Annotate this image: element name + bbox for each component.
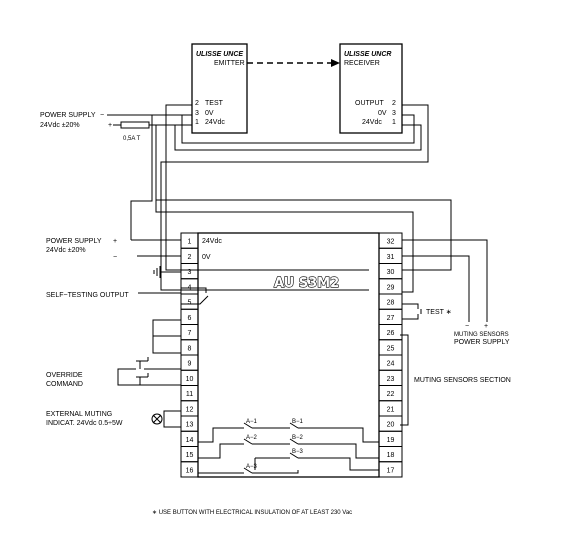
terminal-number: 16 xyxy=(186,467,194,474)
emitter-unit: ULISSE UNCE EMITTER 2 TEST 3 0V 1 24Vdc xyxy=(191,43,248,134)
emitter-brand: ULISSE UNCE xyxy=(196,51,243,58)
terminal-number: 10 xyxy=(186,376,194,383)
terminal-1-label: 24Vdc xyxy=(202,238,222,245)
override-button-2 xyxy=(136,373,149,385)
muting-bracket xyxy=(400,334,409,426)
terminal-number: 32 xyxy=(387,239,395,246)
terminal-number: 25 xyxy=(387,345,395,352)
contact-a3: A−3 xyxy=(246,464,258,470)
terminal-number: 9 xyxy=(188,361,192,368)
terminal-number: 24 xyxy=(387,361,395,368)
wiring-upper xyxy=(107,104,488,322)
emitter-terminal-label: 24Vdc xyxy=(205,119,225,126)
terminal-number: 12 xyxy=(186,406,194,413)
contact-a2: A−2 xyxy=(246,435,258,441)
terminal-number: 13 xyxy=(186,422,194,429)
terminal-number: 8 xyxy=(188,345,192,352)
muting-sensors-label: MUTING SENSORS xyxy=(454,332,509,338)
terminal-number: 20 xyxy=(387,422,395,429)
receiver-terminal-label: 24Vdc xyxy=(362,119,382,126)
terminal-number: 31 xyxy=(387,254,395,261)
receiver-label: RECEIVER xyxy=(344,60,380,67)
top-power-supply: POWER SUPPLY − 24Vdc ±20% + 0,5A T xyxy=(40,112,150,142)
emitter-terminal-num: 3 xyxy=(195,110,199,117)
fuse xyxy=(120,121,150,129)
receiver-terminal-num: 1 xyxy=(392,119,396,126)
sync-link xyxy=(247,59,340,67)
power-plus: + xyxy=(113,238,117,245)
terminal-number: 17 xyxy=(387,467,395,474)
terminal-number: 18 xyxy=(387,452,395,459)
terminal-number: 22 xyxy=(387,391,395,398)
terminal-box xyxy=(378,461,403,478)
wiring-right: TEST ∗ MUTING SENSORS SECTION − + MUTING… xyxy=(400,303,511,426)
receiver-terminal-label: 0V xyxy=(378,110,387,117)
left-labels: POWER SUPPLY + 24Vdc ±20% − SELF−TESTING… xyxy=(46,238,129,427)
terminal-number: 11 xyxy=(186,391,193,398)
terminal-number: 14 xyxy=(186,437,194,444)
receiver-brand: ULISSE UNCR xyxy=(344,51,391,58)
terminal-number: 19 xyxy=(387,437,395,444)
terminal-number: 21 xyxy=(387,406,395,413)
power-minus: − xyxy=(113,254,117,261)
terminal-number: 7 xyxy=(188,330,192,337)
muting-section-label: MUTING SENSORS SECTION xyxy=(414,377,511,384)
terminal-number: 28 xyxy=(387,300,395,307)
emitter-label: EMITTER xyxy=(214,60,245,67)
receiver-terminal-label: OUTPUT xyxy=(355,100,385,107)
receiver-unit: ULISSE UNCR RECEIVER OUTPUT 2 0V 3 24Vdc… xyxy=(339,43,403,134)
power-supply-voltage: 24Vdc ±20% xyxy=(46,247,86,254)
receiver-terminal-num: 3 xyxy=(392,110,396,117)
right-terminal-strip: 32 31 30 29 28 27 26 25 24 23 22 21 20 19 18 17 xyxy=(378,232,403,478)
terminal-box xyxy=(180,461,199,478)
fuse-label: 0,5A T xyxy=(123,136,141,142)
top-supply-line2: 24Vdc ±20% xyxy=(40,122,80,129)
module-au-s3m2: AU S3M2 24Vdc 0V 12345678910111213141516… xyxy=(180,232,403,478)
terminal-number: 1 xyxy=(188,239,192,246)
muting-plus: + xyxy=(484,323,488,330)
ext-muting-label: EXTERNAL MUTING xyxy=(46,411,112,418)
test-label: TEST ∗ xyxy=(426,309,452,316)
power-supply-label: POWER SUPPLY xyxy=(46,238,102,245)
terminal-2-label: 0V xyxy=(202,254,211,261)
contact-a1: A−1 xyxy=(246,419,258,425)
self-testing-label: SELF−TESTING OUTPUT xyxy=(46,292,129,299)
ext-muting-label-2: INDICAT. 24Vdc 0.5÷5W xyxy=(46,420,123,427)
terminal-number: 6 xyxy=(188,315,192,322)
footnote: ∗ USE BUTTON WITH ELECTRICAL INSULATION … xyxy=(152,510,352,516)
receiver-terminal-num: 2 xyxy=(392,100,396,107)
emitter-terminal-label: 0V xyxy=(205,110,214,117)
terminal-number: 23 xyxy=(387,376,395,383)
lamp-icon xyxy=(151,413,163,425)
wiring-left xyxy=(117,266,209,428)
override-label: OVERRIDE xyxy=(46,372,83,379)
terminal-number: 26 xyxy=(387,330,395,337)
terminal-number: 29 xyxy=(387,284,395,291)
top-supply-plus: + xyxy=(108,122,112,129)
emitter-terminal-num: 2 xyxy=(195,100,199,107)
top-supply-line1: POWER SUPPLY xyxy=(40,112,96,119)
module-title: AU S3M2 xyxy=(274,276,339,291)
terminal-number: 27 xyxy=(387,315,395,322)
earth-icon xyxy=(153,266,161,278)
muting-minus: − xyxy=(465,323,469,330)
terminal-number: 3 xyxy=(188,269,192,276)
override-button-1 xyxy=(136,357,149,369)
terminal-number: 15 xyxy=(186,452,194,459)
terminal-number: 2 xyxy=(188,254,192,261)
emitter-terminal-num: 1 xyxy=(195,119,199,126)
override-label-2: COMMAND xyxy=(46,381,83,388)
top-supply-minus: − xyxy=(100,112,104,119)
contact-b2: B−2 xyxy=(292,435,304,441)
contact-b1: B−1 xyxy=(292,419,304,425)
contacts: A−1 B−1 A−2 B−2 B−3 A−3 xyxy=(198,419,379,474)
terminal-number: 30 xyxy=(387,269,395,276)
contact-b3: B−3 xyxy=(292,449,304,455)
muting-power-label: POWER SUPPLY xyxy=(454,339,510,346)
emitter-terminal-label: TEST xyxy=(205,100,224,107)
terminal-number: 5 xyxy=(188,300,192,307)
